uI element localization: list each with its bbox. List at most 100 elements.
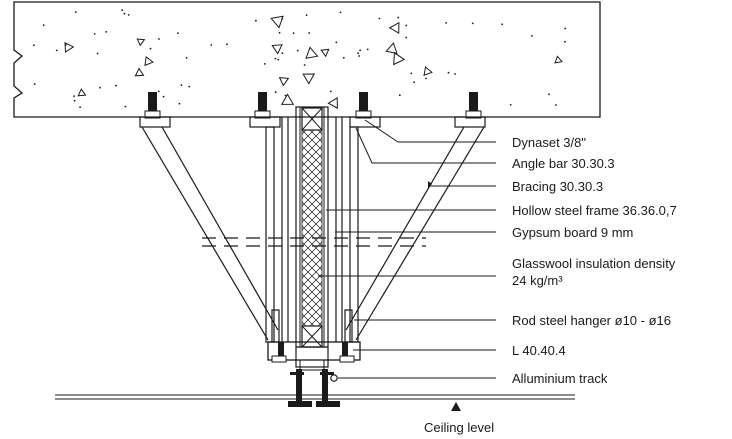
aggregate-dot bbox=[471, 22, 474, 25]
label-angle-bar: Angle bar 30.30.3 bbox=[512, 156, 615, 171]
aggregate-dot bbox=[157, 90, 160, 93]
aggregate-dot bbox=[359, 49, 361, 52]
anchor-3 bbox=[355, 92, 372, 119]
aggregate-dot bbox=[308, 32, 311, 34]
aggregate-dot bbox=[284, 94, 287, 97]
aggregate-dot bbox=[378, 17, 381, 20]
aggregate-dot bbox=[255, 19, 257, 22]
aggregate-stone bbox=[271, 44, 283, 55]
aggregate-dot bbox=[303, 64, 306, 66]
aggregate-dot bbox=[55, 49, 58, 52]
concrete-aggregate bbox=[33, 9, 567, 109]
aggregate-stone bbox=[144, 55, 154, 67]
aggregate-stone bbox=[278, 77, 290, 87]
label-bracing: Bracing 30.30.3 bbox=[512, 179, 603, 194]
aggregate-dot bbox=[555, 104, 557, 106]
aggregate-dot bbox=[263, 63, 266, 65]
aggregate-dot bbox=[292, 32, 295, 34]
aggregate-dot bbox=[123, 12, 126, 15]
label-hollow-frame: Hollow steel frame 36.36.0,7 bbox=[512, 203, 677, 218]
aggregate-dot bbox=[454, 73, 456, 75]
label-l-angle: L 40.40.4 bbox=[512, 343, 566, 358]
aggregate-stone bbox=[423, 66, 433, 76]
aggregate-stone bbox=[302, 73, 316, 85]
aggregate-dot bbox=[398, 94, 401, 97]
aggregate-dot bbox=[124, 105, 127, 108]
aggregate-stone bbox=[77, 88, 87, 97]
aggregate-dot bbox=[96, 52, 99, 55]
aggregate-dot bbox=[405, 24, 408, 27]
label-glasswool-2: 24 kg/m³ bbox=[512, 273, 563, 288]
aggregate-dot bbox=[357, 52, 359, 55]
aggregate-dot bbox=[531, 35, 533, 37]
label-rod-hanger: Rod steel hanger ø10 - ø16 bbox=[512, 313, 671, 328]
leader-lines bbox=[318, 119, 496, 379]
aggregate-stone bbox=[305, 46, 319, 59]
aggregate-dot bbox=[447, 71, 450, 74]
aggregate-dot bbox=[210, 44, 213, 46]
aggregate-dot bbox=[410, 72, 413, 75]
aggregate-stone bbox=[136, 38, 146, 47]
aggregate-dot bbox=[509, 104, 512, 106]
label-ceiling-level: Ceiling level bbox=[424, 420, 494, 435]
label-gypsum: Gypsum board 9 mm bbox=[512, 225, 633, 240]
ceiling-level-marker-icon bbox=[451, 402, 461, 411]
aggregate-dot bbox=[73, 95, 75, 97]
aggregate-dot bbox=[277, 58, 280, 61]
angle-plates bbox=[139, 116, 486, 128]
aggregate-dot bbox=[397, 16, 400, 19]
concrete-slab bbox=[13, 1, 601, 118]
aggregate-stone bbox=[554, 55, 563, 64]
callout-labels: Dynaset 3/8" Angle bar 30.30.3 Bracing 3… bbox=[424, 135, 677, 435]
aggregate-stone bbox=[64, 41, 75, 53]
aggregate-stone bbox=[327, 97, 338, 109]
aggregate-dot bbox=[413, 81, 415, 84]
label-track: Alluminium track bbox=[512, 371, 608, 386]
aggregate-dot bbox=[73, 99, 76, 102]
aggregate-dot bbox=[74, 11, 77, 14]
anchor-4 bbox=[465, 92, 482, 119]
aggregate-dot bbox=[335, 41, 338, 44]
aggregate-dot bbox=[339, 11, 342, 14]
aluminium-track bbox=[288, 369, 340, 407]
aggregate-dot bbox=[296, 49, 299, 52]
aggregate-dot bbox=[33, 44, 35, 47]
anchor-1 bbox=[144, 92, 161, 119]
aggregate-dot bbox=[79, 106, 81, 108]
aggregate-dot bbox=[177, 32, 179, 35]
aggregate-stone bbox=[320, 48, 330, 58]
aggregate-dot bbox=[564, 40, 566, 43]
aggregate-dot bbox=[158, 38, 160, 40]
label-glasswool-1: Glasswool insulation density bbox=[512, 256, 676, 271]
aggregate-stone bbox=[270, 15, 284, 29]
aggregate-dot bbox=[127, 14, 130, 16]
aggregate-dot bbox=[342, 56, 345, 59]
aggregate-dot bbox=[226, 43, 228, 46]
aggregate-dot bbox=[548, 93, 550, 96]
aggregate-dot bbox=[105, 31, 108, 33]
aggregate-dot bbox=[33, 83, 36, 85]
aggregate-stone bbox=[134, 67, 145, 77]
partition-core bbox=[295, 106, 329, 348]
aggregate-dot bbox=[149, 47, 152, 50]
aggregate-dot bbox=[42, 24, 45, 26]
break-line bbox=[202, 237, 426, 247]
aggregate-dot bbox=[162, 95, 165, 98]
aggregate-dot bbox=[305, 14, 308, 16]
aggregate-stone bbox=[393, 52, 406, 66]
aggregate-dot bbox=[329, 90, 332, 93]
aggregate-stone bbox=[388, 21, 400, 34]
aggregate-dot bbox=[99, 86, 101, 89]
aggregate-stone bbox=[280, 93, 295, 105]
anchor-2 bbox=[254, 92, 271, 119]
aggregate-dot bbox=[121, 9, 124, 12]
aggregate-stone bbox=[385, 42, 398, 55]
aggregate-dot bbox=[274, 91, 277, 94]
aggregate-dot bbox=[358, 55, 360, 57]
aggregate-dot bbox=[281, 52, 284, 54]
aggregate-dot bbox=[115, 84, 117, 87]
aggregate-dot bbox=[445, 22, 447, 24]
aggregate-dot bbox=[93, 33, 96, 35]
